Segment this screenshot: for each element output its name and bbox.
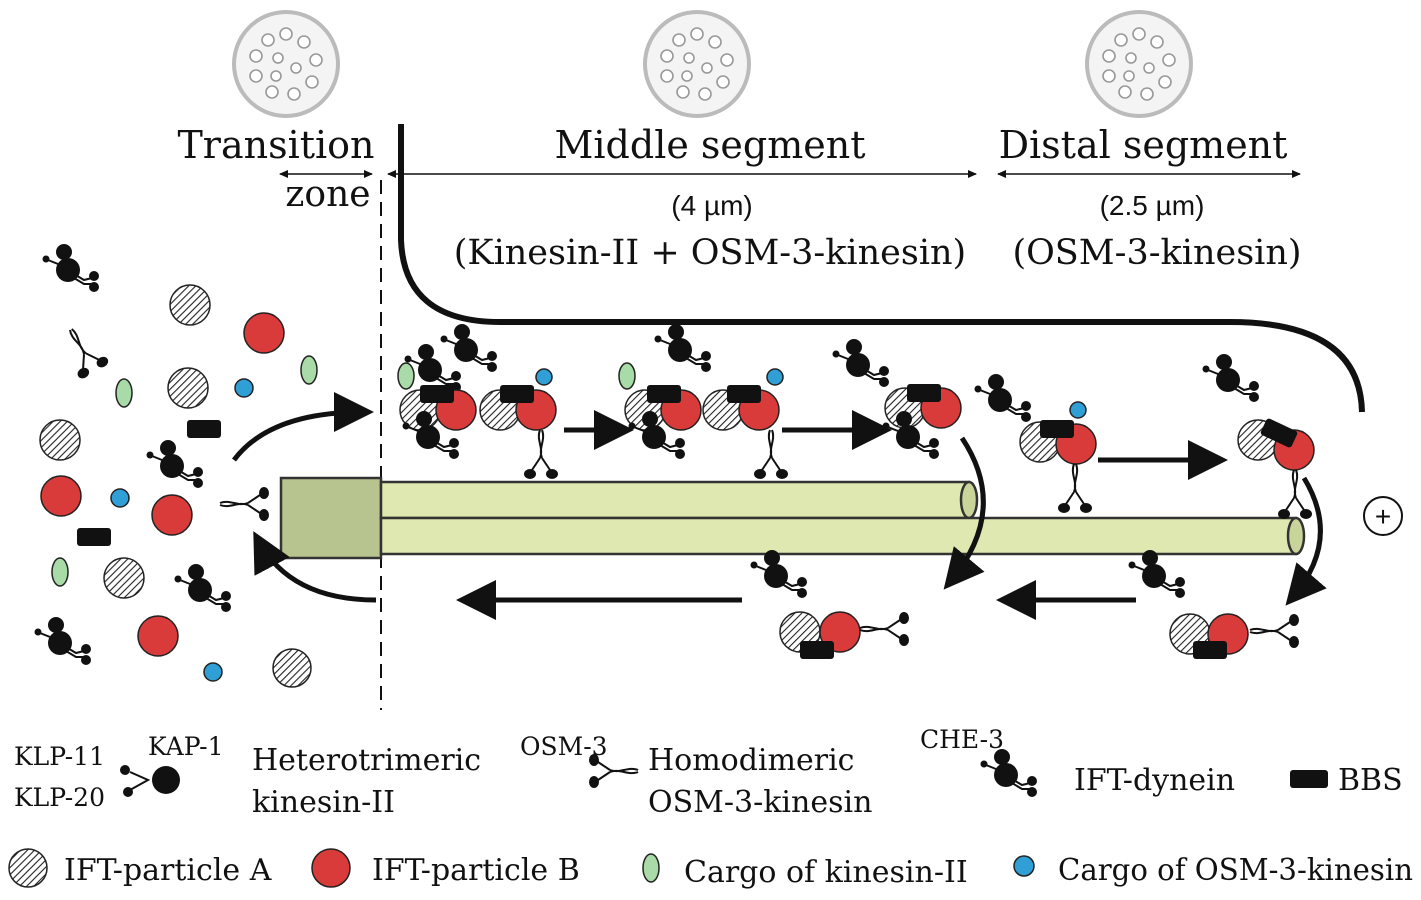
- middle-turnaround-arrow: [943, 436, 986, 590]
- legend-osm3-icon: [588, 753, 639, 789]
- middle-length-label: (4 µm): [671, 190, 752, 221]
- retrograde-train-1: [749, 549, 910, 659]
- legend-particle-a-icon: [8, 848, 48, 888]
- middle-segment-label: Middle segment: [554, 123, 865, 167]
- entry-arrow: [232, 392, 374, 462]
- legend-dynein-label: IFT-dynein: [1074, 763, 1235, 798]
- legend-kinesin2-line1: Heterotrimeric: [252, 743, 481, 778]
- legend-cargo-k2-icon: [642, 853, 660, 883]
- legend-klp11: KLP-11: [14, 742, 105, 771]
- ciliary-membrane: [398, 124, 1365, 413]
- distal-train-2: [1201, 353, 1315, 520]
- legend-osm3-line1: Homodimeric: [648, 743, 854, 778]
- distal-turnaround-arrow: [1285, 476, 1327, 606]
- transition-label: Transition: [177, 123, 374, 167]
- plus-end-label: +: [1375, 501, 1391, 532]
- legend-dynein-icon: [979, 748, 1038, 798]
- legend-cargo-k2-label: Cargo of kinesin-II: [684, 855, 968, 890]
- transition-sub-label: zone: [285, 174, 370, 215]
- plus-end-marker: [1363, 496, 1403, 536]
- legend-particle-a-label: IFT-particle A: [64, 853, 272, 888]
- legend-particle-b-icon: [311, 848, 351, 888]
- legend-klp20: KLP-20: [14, 783, 105, 812]
- anterograde-train-2: [618, 323, 789, 480]
- legend-cargo-osm3-label: Cargo of OSM-3-kinesin: [1058, 853, 1413, 888]
- anterograde-train-1: [397, 323, 559, 480]
- microtubule-singlet: [379, 516, 1298, 556]
- microtubule-singlet-end: [1286, 516, 1306, 556]
- legend-kap1: KAP-1: [148, 732, 224, 761]
- microtubule-doublet: [379, 480, 971, 520]
- middle-motors-label: (Kinesin-II + OSM-3-kinesin): [454, 233, 966, 273]
- transition-cross-section: [232, 10, 340, 118]
- anterograde-train-3: [831, 338, 962, 460]
- microtubule-doublet-end: [959, 480, 979, 520]
- legend-bbs-label: BBS: [1338, 763, 1403, 798]
- legend-kinesin2-line2: kinesin-II: [252, 785, 395, 820]
- legend-kinesin2-icon: [120, 765, 180, 797]
- exit-arrow: [253, 531, 377, 603]
- legend-bbs-icon: [1290, 770, 1328, 788]
- retrograde-train-2: [1127, 549, 1300, 659]
- legend-cargo-osm3-icon: [1013, 855, 1035, 877]
- legend-osm3-line2: OSM-3-kinesin: [648, 785, 872, 820]
- middle-cross-section: [643, 10, 751, 118]
- distal-train-1: [973, 373, 1097, 514]
- distal-cross-section: [1085, 10, 1193, 118]
- distal-length-label: (2.5 µm): [1100, 190, 1205, 221]
- distal-motors-label: (OSM-3-kinesin): [1012, 233, 1301, 273]
- basal-body: [279, 476, 383, 560]
- legend-che3-label: CHE-3: [920, 725, 1004, 754]
- legend-particle-b-label: IFT-particle B: [372, 853, 580, 888]
- ift-pool: [33, 243, 318, 688]
- distal-segment-label: Distal segment: [999, 123, 1288, 167]
